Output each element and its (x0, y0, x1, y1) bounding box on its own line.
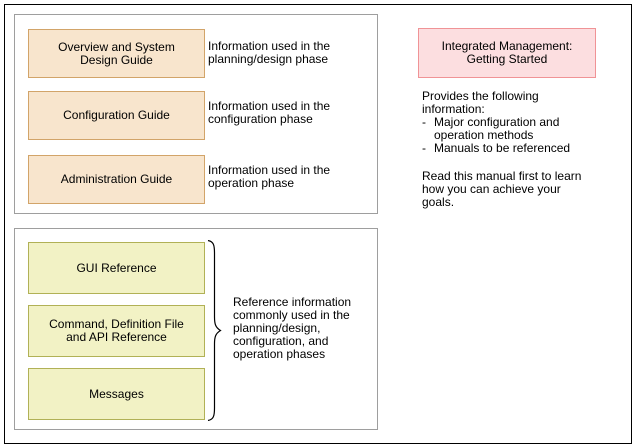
overview-design-guide-description: Information used in the planning/design … (208, 39, 331, 66)
configuration-guide-description: Information used in the configuration ph… (208, 99, 331, 126)
bullet-text: Manuals to be referenced (434, 141, 571, 155)
bullet-text: Major configuration and operation method… (434, 115, 560, 142)
administration-guide-box: Administration Guide (28, 155, 205, 204)
bullet-dash: - (422, 141, 426, 155)
getting-started-box: Integrated Management: Getting Started (418, 28, 596, 78)
messages-label: Messages (89, 386, 144, 401)
overview-design-guide-label: Overview and System Design Guide (58, 39, 175, 67)
bullet-dash: - (422, 115, 426, 129)
reference-group-note: Reference information commonly used in t… (233, 295, 352, 361)
getting-started-bullet-list: - Major configuration and operation meth… (422, 116, 598, 155)
configuration-guide-label: Configuration Guide (63, 108, 170, 122)
bullet-item: - Major configuration and operation meth… (422, 116, 598, 142)
getting-started-note: Read this manual first to learn how you … (422, 169, 582, 209)
messages-box: Messages (28, 368, 205, 420)
configuration-guide-box: Configuration Guide (28, 91, 205, 140)
gui-reference-label: GUI Reference (76, 260, 157, 275)
command-api-reference-label: Command, Definition File and API Referen… (49, 317, 184, 344)
diagram-outer-border (4, 4, 632, 444)
getting-started-label: Integrated Management: Getting Started (441, 39, 573, 66)
administration-guide-description: Information used in the operation phase (208, 163, 331, 190)
bullet-item: - Manuals to be referenced (422, 142, 598, 155)
administration-guide-label: Administration Guide (60, 172, 173, 186)
overview-design-guide-box: Overview and System Design Guide (28, 29, 205, 78)
gui-reference-box: GUI Reference (28, 242, 205, 294)
command-api-reference-box: Command, Definition File and API Referen… (28, 305, 205, 357)
getting-started-intro: Provides the following information: (422, 89, 539, 116)
curly-brace-icon (207, 240, 222, 421)
